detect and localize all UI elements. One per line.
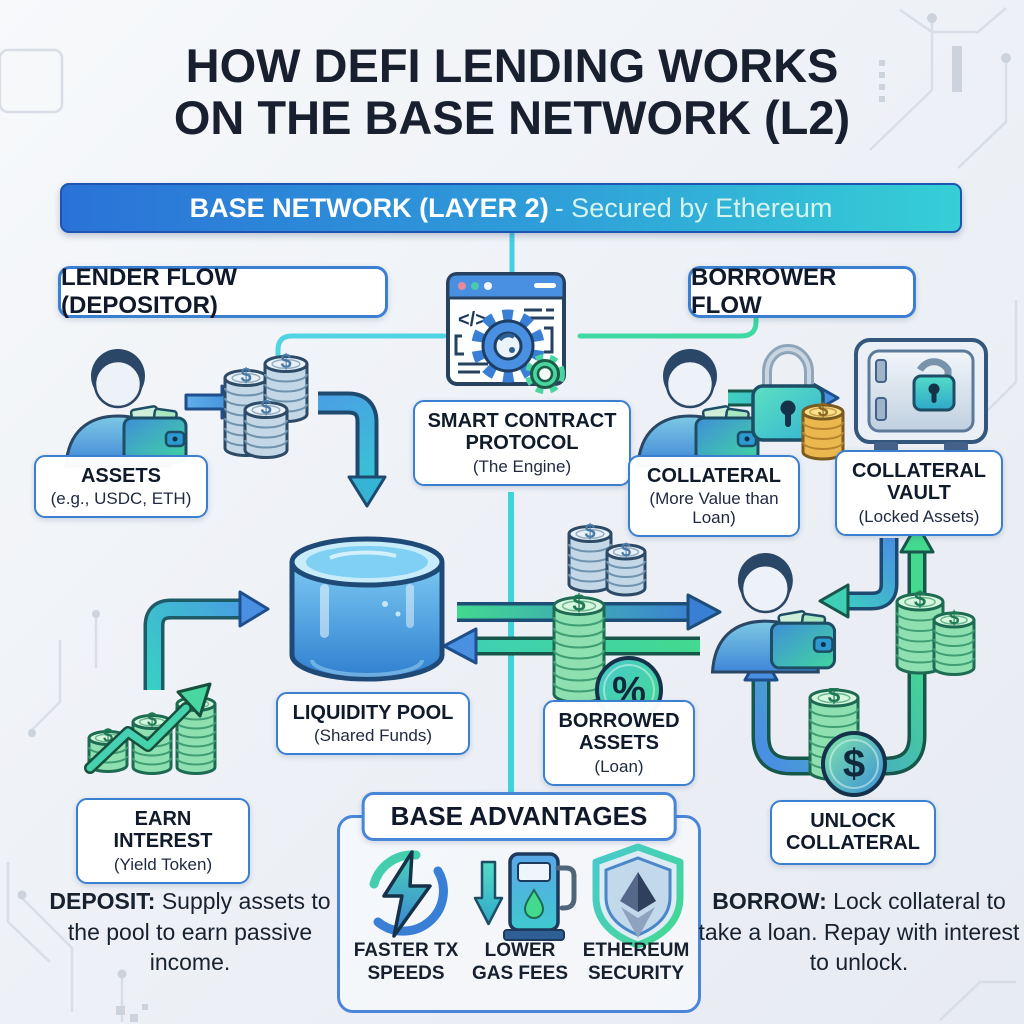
svg-text:</>: </> (458, 309, 487, 331)
borrower-person-wallet-icon (632, 348, 762, 468)
base-advantages-title: BASE ADVANTAGES (361, 792, 677, 841)
svg-text:$: $ (572, 592, 585, 617)
banner-subtitle: - Secured by Ethereum (554, 192, 833, 223)
unlock-collateral-node-label: UNLOCK COLLATERAL (770, 800, 936, 865)
collateral-node-label: COLLATERAL (More Value than Loan) (628, 455, 800, 538)
unlock-coins-dollar-icon: $ $ (798, 681, 918, 828)
liquidity-pool-node-label: LIQUIDITY POOL (Shared Funds) (276, 692, 470, 756)
collateral-padlock-coins-icon: $ (745, 338, 865, 463)
deposit-footnote: DEPOSIT: Supply assets to the pool to ea… (35, 886, 345, 978)
advantage-label-faster-tx: FASTER TX SPEEDS (353, 940, 459, 984)
svg-text:$: $ (818, 400, 829, 421)
svg-text:$: $ (584, 522, 595, 543)
lightning-icon (358, 846, 454, 942)
svg-text:$: $ (949, 608, 960, 629)
title-line-1: HOW DEFI LENDING WORKS (185, 39, 839, 92)
shield-ethereum-icon (586, 842, 690, 950)
svg-text:$: $ (843, 742, 865, 786)
page-title: HOW DEFI LENDING WORKS ON THE BASE NETWO… (0, 40, 1024, 143)
advantage-label-eth-security: ETHEREUM SECURITY (582, 940, 690, 984)
borrow-footnote-text: Lock collateral to take a loan. Repay wi… (698, 888, 1020, 976)
gas-pump-icon (468, 846, 578, 946)
collateral-vault-safe-icon (850, 336, 995, 458)
svg-text:$: $ (828, 688, 841, 707)
borrow-footnote-lead: BORROW: (712, 888, 827, 914)
banner-title: BASE NETWORK (LAYER 2) (189, 192, 549, 223)
svg-text:$: $ (240, 365, 251, 387)
lender-person-wallet-icon (60, 348, 190, 468)
earn-interest-node-label: EARN INTEREST (Yield Token) (76, 798, 250, 884)
collateral-vault-node-label: COLLATERAL VAULT (Locked Assets) (835, 450, 1003, 536)
borrowed-assets-node-label: BORROWED ASSETS (Loan) (543, 700, 695, 786)
svg-text:$: $ (260, 397, 271, 419)
base-network-banner: BASE NETWORK (LAYER 2) - Secured by Ethe… (60, 183, 962, 233)
svg-text:$: $ (914, 590, 926, 611)
svg-text:$: $ (103, 726, 113, 746)
svg-text:$: $ (621, 540, 631, 560)
collateral-return-coins-icon: $ $ (890, 586, 990, 695)
deposit-footnote-text: Supply assets to the pool to earn passiv… (67, 888, 331, 976)
title-line-2: ON THE BASE NETWORK (L2) (173, 90, 851, 144)
base-advantages-panel: BASE ADVANTAGES (337, 792, 701, 1013)
borrow-footnote: BORROW: Lock collateral to take a loan. … (698, 886, 1020, 978)
svg-text:$: $ (280, 351, 291, 373)
borrower-receiving-person-icon (705, 552, 840, 674)
deposit-coin-stack-icon: $ $ $ (218, 348, 318, 470)
smart-contract-node-label: SMART CONTRACT PROTOCOL (The Engine) (413, 400, 631, 486)
lender-flow-label: LENDER FLOW (DEPOSITOR) (58, 264, 388, 319)
earn-interest-growth-coins-icon: $ $ $ (82, 680, 257, 800)
smart-contract-window-gears-icon: </> (442, 268, 592, 408)
svg-text:$: $ (147, 710, 157, 730)
assets-node-label: ASSETS (e.g., USDC, ETH) (34, 455, 208, 519)
borrower-flow-label: BORROWER FLOW (688, 264, 916, 319)
liquidity-pool-icon (280, 522, 455, 687)
deposit-footnote-lead: DEPOSIT: (49, 888, 156, 914)
advantage-label-lower-gas: LOWER GAS FEES (471, 940, 569, 984)
loan-coin-stack-icon: $ $ (560, 521, 660, 617)
